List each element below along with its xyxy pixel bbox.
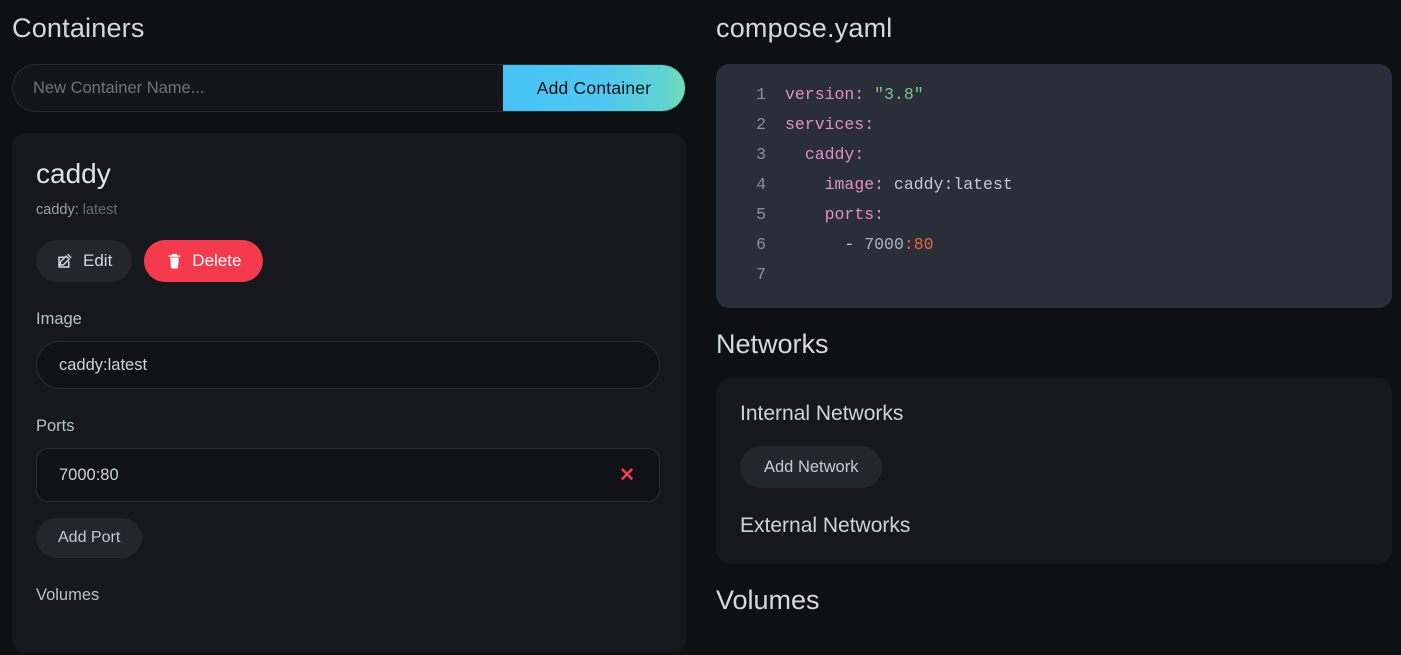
container-card: caddy caddy: latest [12,133,686,654]
code-line-number: 5 [756,205,766,225]
port-input[interactable] [59,465,614,485]
code-line: 5 ports: [736,200,1372,230]
container-image-tag: latest [82,202,118,219]
code-token-plain [785,205,825,224]
new-container-name-input[interactable] [13,65,503,112]
code-token-str: "3.8" [874,85,924,105]
code-token-key: version: [785,85,865,105]
edit-button-label: Edit [83,251,113,271]
volumes-heading: Volumes [716,585,820,616]
code-line-content: - 7000:80 [785,230,934,260]
code-line-number: 4 [756,175,766,195]
code-token-punct: - [844,235,865,255]
code-token-plain [864,85,874,104]
container-image-name: caddy: [36,202,79,219]
code-token-key: image: [824,175,885,195]
compose-panel: compose.yaml 1 version: "3.8" 2 services: 3 … [700,0,1401,655]
code-token-key: caddy: [804,145,865,165]
code-token-plain: caddy:latest [884,175,1013,195]
external-networks-label: External Networks [740,514,911,538]
code-token-port: :80 [903,235,934,255]
code-token-key: ports: [824,205,885,225]
code-line-number: 7 [756,265,766,285]
port-row: ✕ [36,448,660,503]
code-token-num: 7000 [864,235,904,255]
code-token-plain [785,145,805,164]
delete-button-label: Delete [192,251,242,271]
container-actions: Edit Delete [36,240,662,283]
containers-panel: Containers Add Container caddy caddy: la… [0,0,700,655]
code-line: 3 caddy: [736,140,1372,170]
code-line-content: ports: [785,200,884,230]
code-line-content: caddy: [785,140,864,170]
code-token-key: services: [785,115,875,135]
code-line: 1 version: "3.8" [736,80,1372,110]
code-line: 6 - 7000:80 [736,230,1372,260]
ports-field-label: Ports [36,417,75,436]
trash-icon [166,252,183,270]
code-line-content: version: "3.8" [785,80,924,110]
code-line: 2 services: [736,110,1372,140]
code-token-plain [785,175,825,194]
add-container-button[interactable]: Add Container [503,65,685,112]
image-field-label: Image [36,310,82,329]
add-port-button[interactable]: Add Port [36,518,143,559]
remove-port-button[interactable]: ✕ [613,462,641,489]
code-line-number: 6 [756,235,766,255]
add-network-button[interactable]: Add Network [740,446,883,489]
networks-heading: Networks [716,329,829,360]
code-line: 7 [736,260,1372,290]
new-container-row: Add Container [12,64,686,113]
code-line-content: image: caddy:latest [785,170,1013,200]
internal-networks-label: Internal Networks [740,402,904,426]
code-token-plain [785,235,844,254]
container-image-summary: caddy: latest [36,202,662,218]
code-line-number: 1 [756,85,766,105]
volumes-field-label: Volumes [36,586,100,605]
code-line-content: services: [785,110,874,140]
code-line: 4 image: caddy:latest [736,170,1372,200]
code-line-content [785,260,795,290]
edit-button[interactable]: Edit [36,240,133,283]
code-line-number: 3 [756,145,766,165]
container-name: caddy [36,158,111,190]
image-input[interactable] [36,341,660,390]
code-line-number: 2 [756,115,766,135]
pen-to-square-icon [56,252,74,270]
networks-card: Internal Networks Add Network External N… [716,378,1392,565]
delete-button[interactable]: Delete [144,240,264,283]
containers-heading: Containers [12,13,145,43]
compose-yaml-heading: compose.yaml [716,13,893,43]
